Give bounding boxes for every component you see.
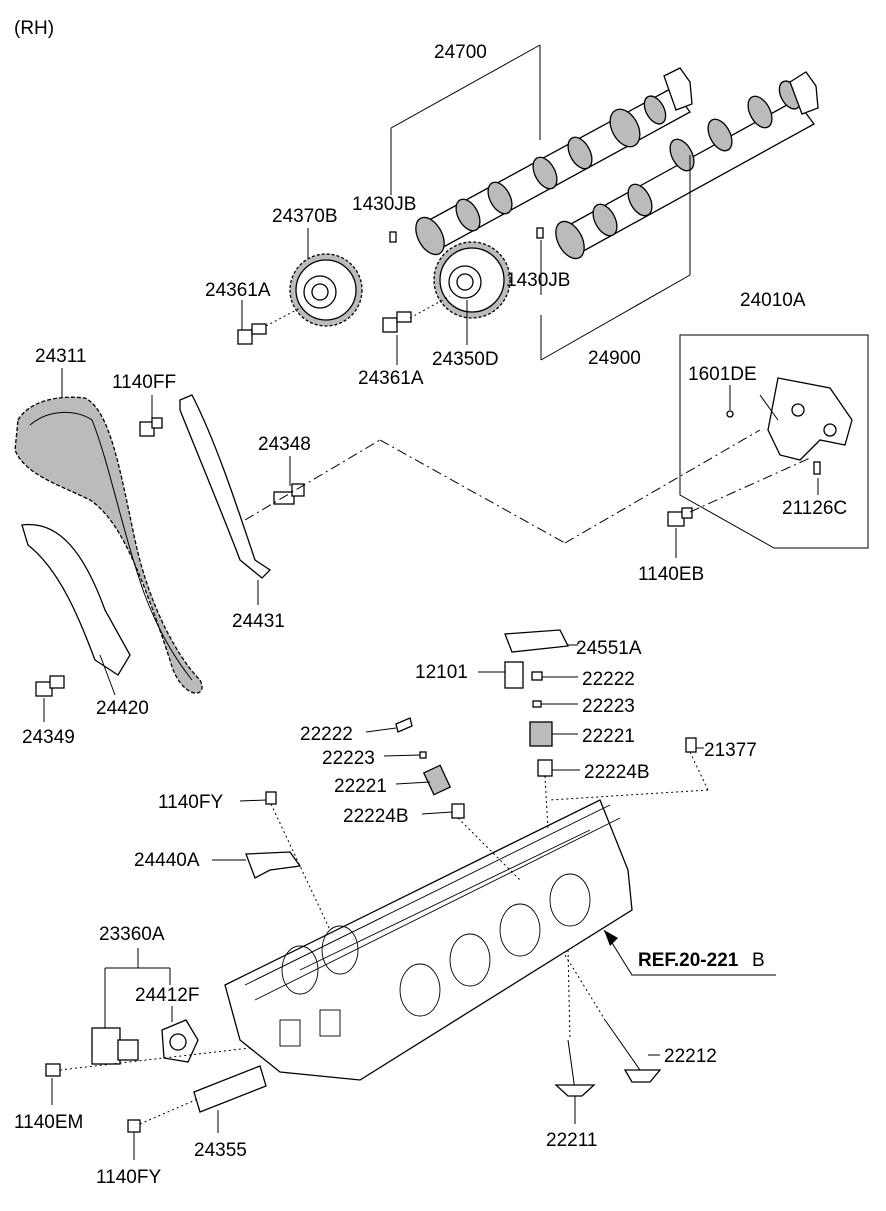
label-1601de: 1601DE [688,364,757,385]
pin-1430jb-right [536,227,544,239]
label-22211: 22211 [546,1130,597,1151]
label-24349: 24349 [22,727,75,748]
label-1140em: 1140EM [14,1112,83,1133]
label-22221-right: 22221 [582,726,635,747]
sprocket-24370b [289,253,363,327]
label-24311: 24311 [35,346,86,367]
timing-chain-24311 [14,396,203,694]
keeper-22222-right [531,671,543,681]
label-22212: 22212 [664,1046,717,1067]
label-22223-left: 22223 [322,748,375,769]
label-22224b-right: 22224B [584,762,650,783]
label-21377: 21377 [704,740,757,761]
seal-22224b-left [451,803,465,819]
pin-1601de [726,410,734,418]
pin-1430jb-left [389,231,397,243]
label-24412f: 24412F [135,985,199,1006]
retainer-22223-right [532,700,542,708]
valve-22211 [554,1039,596,1097]
label-24350d: 24350D [432,349,499,370]
keeper-22222-left [395,717,413,733]
bracket-frame-24010a [679,334,869,549]
label-1140fy-top: 1140FY [158,792,223,813]
label-1140ff: 1140FF [112,372,176,393]
spring-22221-right [529,721,553,747]
leader-lines [43,44,819,1160]
label-1140eb: 1140EB [638,564,704,585]
label-22222-right: 22222 [582,669,635,690]
label-24361a-left: 24361A [205,280,271,301]
retainer-22223-left [419,751,427,759]
label-1430jb-left: 1430JB [352,194,416,215]
label-22224b-left: 22224B [343,806,409,827]
label-24420: 24420 [96,698,149,719]
sensor-21377 [685,737,697,753]
pin-21126c [813,461,821,475]
spring-22221-left [422,764,452,796]
label-24348: 24348 [258,434,311,455]
bolt-1140em [45,1063,61,1077]
label-1140fy-bottom: 1140FY [96,1167,161,1188]
label-24700: 24700 [434,42,487,63]
pin-24348 [273,483,305,505]
bolt-1140eb [667,507,693,527]
ref-arrowhead [604,930,618,946]
label-23360a: 23360A [99,924,165,945]
label-22221-left: 22221 [334,776,387,797]
ref-leader [603,929,776,976]
bolt-24361a-right [382,311,412,333]
camshaft-24700 [415,67,693,256]
label-21126c: 21126C [782,498,847,519]
label-24010a: 24010A [740,290,806,311]
cylinder-head [224,799,633,1081]
chain-guide-24420 [21,523,131,676]
bracket-24440a [245,851,302,879]
gasket-24412f [161,1019,199,1063]
label-22222-left: 22222 [300,724,353,745]
label-12101: 12101 [415,662,468,683]
side-indicator: (RH) [14,18,54,39]
label-1430jb-right: 1430JB [506,270,570,291]
label-24370b: 24370B [272,206,338,227]
bolt-24349 [35,675,65,697]
tensioner-arm-24431 [179,394,272,579]
oil-control-valve-24355 [193,1065,267,1113]
label-24900: 24900 [588,348,641,369]
solenoid-23360a [91,1027,139,1065]
bolt-24361a-left [237,323,267,345]
camshaft-24900 [555,71,819,260]
rocker-24551a [504,629,570,653]
seal-22224b-right [537,759,553,777]
label-ref-20-221: REF.20-221 [638,950,739,971]
label-24361a-right: 24361A [358,368,424,389]
label-24355: 24355 [194,1140,247,1161]
label-ref-suffix: B [752,950,765,971]
lash-adjuster-12101 [504,661,524,689]
bolt-1140ff [139,417,163,437]
label-22223-right: 22223 [582,696,635,717]
bracket-24010a [767,377,853,461]
bolt-1140fy-top [265,791,277,805]
valve-22212 [604,1019,662,1083]
bolt-1140fy-bottom [127,1119,141,1133]
label-24431: 24431 [232,611,285,632]
sprocket-24350d [433,241,511,319]
label-24440a: 24440A [134,850,200,871]
label-24551a: 24551A [576,638,642,659]
